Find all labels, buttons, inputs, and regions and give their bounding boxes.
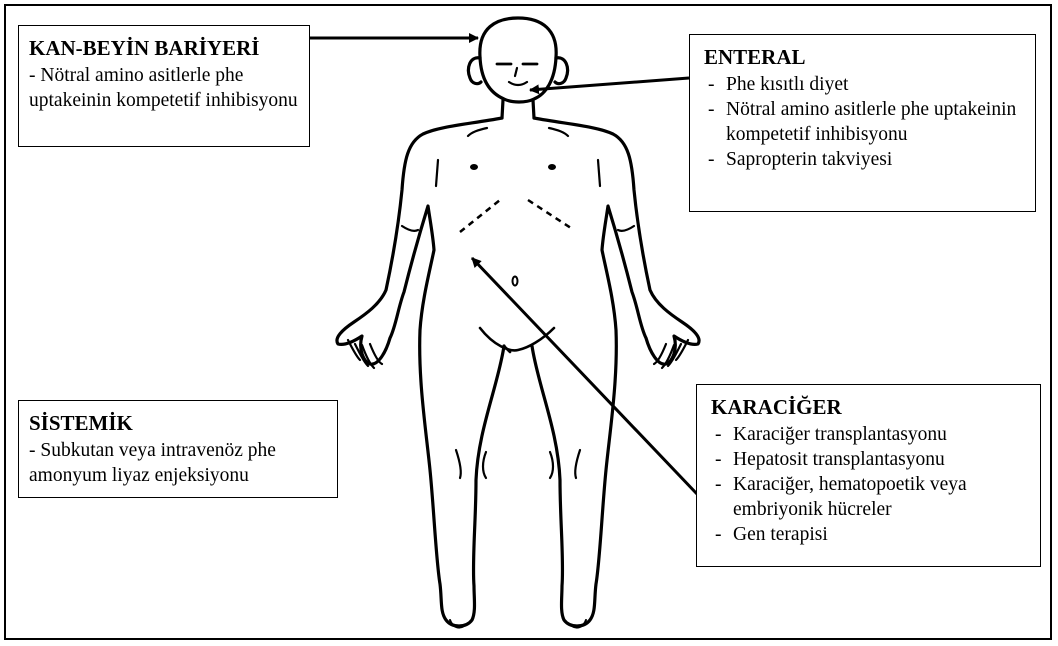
right-knee-2 [550,452,553,478]
neck-right [533,100,534,118]
karaciger-list: Karaciğer transplantasyonu Hepatosit tra… [711,422,1030,547]
right-elbow [618,226,634,231]
left-collarbone [468,128,487,136]
karaciger-item: Gen terapisi [711,522,1030,547]
right-nipple [548,164,556,170]
sistemik-title: SİSTEMİK [29,409,327,437]
box-karaciger: KARACİĞER Karaciğer transplantasyonu Hep… [696,384,1041,567]
left-body-outline [337,118,504,626]
nose [515,68,517,76]
karaciger-item: Karaciğer, hematopoetik veya embriyonik … [711,472,1030,522]
karaciger-item: Hepatosit transplantasyonu [711,447,1030,472]
enteral-item: Phe kısıtlı diyet [704,72,1025,97]
kan-beyin-text: - Nötral amino asitlerle phe uptakeinin … [29,63,299,113]
navel [513,277,518,286]
mouth [509,82,527,85]
karaciger-title: KARACİĞER [711,393,1030,421]
box-sistemik: SİSTEMİK - Subkutan veya intravenöz phe … [18,400,338,498]
sistemik-text: - Subkutan veya intravenöz phe amonyum l… [29,438,327,488]
left-rib-line [460,200,500,232]
karaciger-item: Karaciğer transplantasyonu [711,422,1030,447]
right-armpit-line [598,160,600,186]
neck-left [502,100,503,118]
right-collarbone [549,128,568,136]
right-body-outline [532,118,699,626]
left-armpit-line [436,160,438,186]
arrow-to-mouth [530,78,689,90]
left-knee-2 [483,452,486,478]
left-nipple [470,164,478,170]
enteral-list: Phe kısıtlı diyet Nötral amino asitlerle… [704,72,1025,172]
left-knee-1 [456,450,461,478]
box-kan-beyin-bariyeri: KAN-BEYİN BARİYERİ - Nötral amino asitle… [18,25,310,147]
enteral-item: Sapropterin takviyesi [704,147,1025,172]
kan-beyin-title: KAN-BEYİN BARİYERİ [29,34,299,62]
enteral-title: ENTERAL [704,43,1025,71]
right-knee-1 [575,450,580,478]
left-elbow [402,226,418,231]
arrow-to-liver [472,258,697,494]
right-rib-line [528,200,574,230]
enteral-item: Nötral amino asitlerle phe uptakeinin ko… [704,97,1025,147]
box-enteral: ENTERAL Phe kısıtlı diyet Nötral amino a… [689,34,1036,212]
